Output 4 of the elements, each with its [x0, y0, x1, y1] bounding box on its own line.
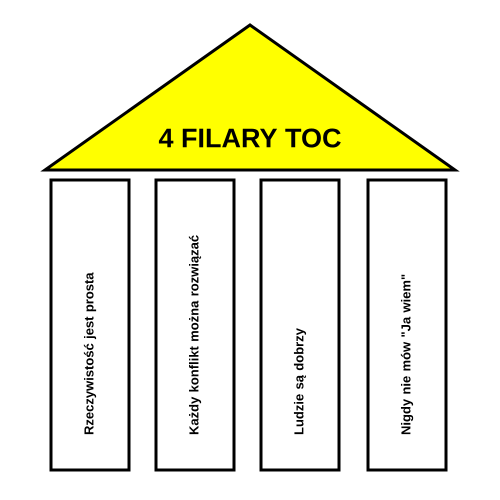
pillar-box: Rzeczywistość jest prosta: [50, 178, 130, 472]
pillar-box: Nigdy nie mów "Ja wiem": [366, 178, 448, 472]
pillar-box: Ludzie są dobrzy: [260, 178, 340, 472]
pillar-box: Każdy konflikt można rozwiązać: [154, 178, 236, 472]
